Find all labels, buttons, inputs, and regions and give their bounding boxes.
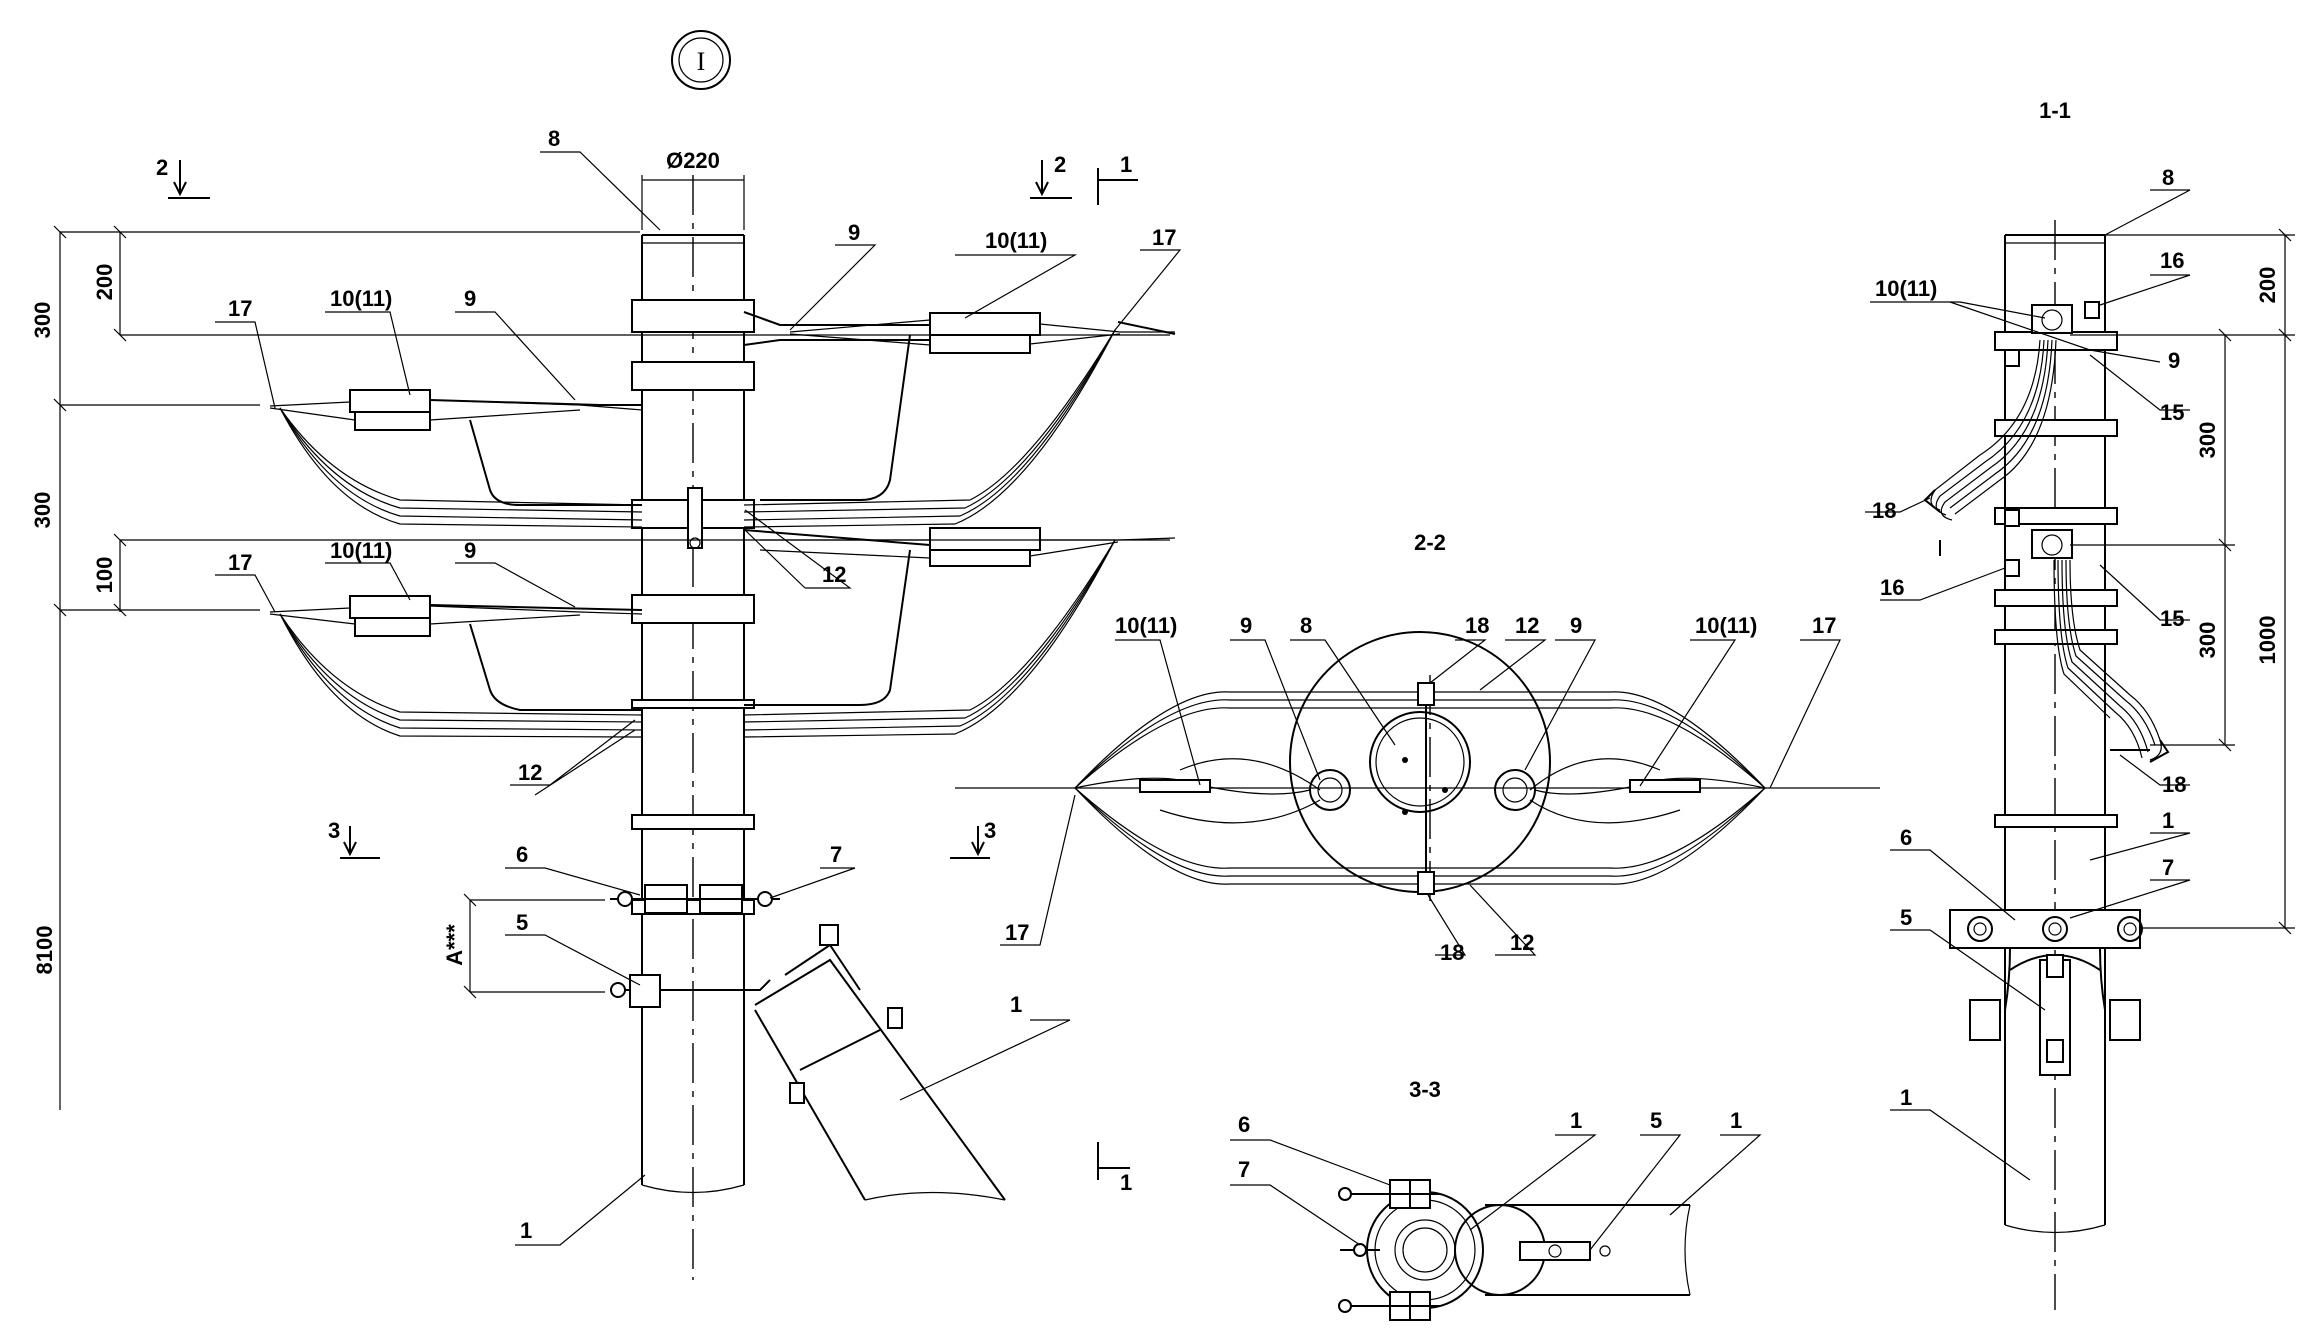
s11-dim-300-top: 300 — [2195, 422, 2220, 459]
s22-callout-18-top: 18 — [1465, 613, 1489, 638]
main-elevation-view: Ø220 300 300 200 100 8100 A*** 2 2 1 — [30, 126, 1182, 1280]
s11-callout-1-lower: 1 — [1900, 1085, 1912, 1110]
s22-callout-8: 8 — [1300, 613, 1312, 638]
section-markers-main — [168, 160, 1138, 1180]
s11-callout-5: 5 — [1900, 905, 1912, 930]
lower-right-cable-fitting — [743, 527, 1176, 738]
sec-top-1: 1 — [1120, 152, 1132, 177]
s11-callout-9: 9 — [2168, 348, 2180, 373]
s11-callout-16-bottom: 16 — [1880, 575, 1904, 600]
sec-bottom-1: 1 — [1120, 1170, 1132, 1195]
sec-left-3: 3 — [328, 818, 340, 843]
s22-callout-12-bottom: 12 — [1510, 930, 1534, 955]
view-marker-roman-one: I — [671, 30, 731, 90]
dim-200: 200 — [92, 264, 117, 301]
s22-callout-18-bottom: 18 — [1440, 940, 1464, 965]
s33-callout-5: 5 — [1650, 1108, 1662, 1133]
s11-callout-16-top: 16 — [2160, 248, 2184, 273]
upper-left-cable-fitting — [269, 389, 643, 528]
s11-dim-1000: 1000 — [2255, 616, 2280, 665]
callout-10-top-left: 10(11) — [330, 286, 392, 311]
callout-1-pole: 1 — [520, 1218, 532, 1243]
section-3-3-view: 3-3 6 7 1 5 1 — [1230, 1077, 1762, 1321]
s11-callout-1-upper: 1 — [2162, 808, 2174, 833]
section-1-1-wire-bundles — [1930, 339, 2162, 761]
s22-callout-12-top: 12 — [1515, 613, 1539, 638]
s11-callout-7: 7 — [2162, 855, 2174, 880]
callout-9-top: 9 — [848, 220, 860, 245]
dim-100: 100 — [92, 557, 117, 594]
callout-9-top-left: 9 — [464, 286, 476, 311]
s33-callout-1-left: 1 — [1570, 1108, 1582, 1133]
s11-callout-15-bottom: 15 — [2160, 606, 2184, 631]
section-1-1-bands — [1994, 331, 2118, 828]
callout-9-lower-left: 9 — [464, 538, 476, 563]
s11-callout-8: 8 — [2162, 165, 2174, 190]
callout-17-lower-left: 17 — [228, 550, 252, 575]
dim-diameter: Ø220 — [666, 148, 720, 173]
s11-callout-18-top: 18 — [1872, 498, 1896, 523]
callout-12-lower: 12 — [518, 760, 542, 785]
dim-a: A*** — [442, 924, 467, 966]
callout-7: 7 — [830, 842, 842, 867]
s22-callout-17-right: 17 — [1812, 613, 1836, 638]
s22-callout-9-left: 9 — [1240, 613, 1252, 638]
main-callout-leaders — [215, 151, 1182, 1246]
callout-6: 6 — [516, 842, 528, 867]
s22-callout-10-right: 10(11) — [1695, 613, 1757, 638]
callout-17-top-left: 17 — [228, 296, 252, 321]
s11-callout-15-top: 15 — [2160, 400, 2184, 425]
callout-10-lower-left: 10(11) — [330, 538, 392, 563]
dim-300-top: 300 — [30, 302, 55, 339]
dim-300-mid: 300 — [30, 492, 55, 529]
lower-left-cable-fitting — [269, 595, 643, 738]
callout-12-upper: 12 — [822, 562, 846, 587]
section-1-1-dimensions — [2070, 228, 2295, 935]
section-3-3-title: 3-3 — [1409, 1077, 1441, 1102]
mounting-brackets — [610, 884, 1006, 1201]
s11-callout-18-bottom: 18 — [2162, 772, 2186, 797]
s33-callout-1-right: 1 — [1730, 1108, 1742, 1133]
callout-1-strut: 1 — [1010, 992, 1022, 1017]
sec-right-3: 3 — [984, 818, 996, 843]
s11-dim-200: 200 — [2255, 267, 2280, 304]
section-1-1-leaders — [1865, 189, 2191, 1181]
section-3-3-leaders — [1230, 1134, 1762, 1251]
callout-5: 5 — [516, 910, 528, 935]
section-2-2-title: 2-2 — [1414, 530, 1446, 555]
main-dimension-lines — [53, 175, 1170, 1110]
callout-17-top-right: 17 — [1152, 225, 1176, 250]
view-marker-text: I — [697, 47, 706, 76]
callout-8: 8 — [548, 126, 560, 151]
s22-callout-17-left: 17 — [1005, 920, 1029, 945]
sec-right-2: 2 — [1054, 152, 1066, 177]
section-1-1-view: 1-1 — [1865, 98, 2295, 1310]
upper-right-cable-fitting — [743, 311, 1121, 501]
callout-10-top: 10(11) — [985, 228, 1047, 253]
s22-callout-9-right: 9 — [1570, 613, 1582, 638]
s33-callout-7: 7 — [1238, 1157, 1250, 1182]
section-1-1-title: 1-1 — [2039, 98, 2071, 123]
s11-callout-6: 6 — [1900, 825, 1912, 850]
s11-callout-10: 10(11) — [1875, 276, 1937, 301]
sec-left-2: 2 — [156, 155, 168, 180]
section-2-2-leaders — [1000, 639, 1841, 956]
s22-callout-10-left: 10(11) — [1115, 613, 1177, 638]
s33-callout-6: 6 — [1238, 1112, 1250, 1137]
section-2-2-view: 2-2 — [955, 530, 1880, 965]
dim-8100: 8100 — [32, 926, 57, 975]
s11-dim-300-bottom: 300 — [2195, 622, 2220, 659]
upper-right-strand-bundle — [743, 329, 1175, 528]
